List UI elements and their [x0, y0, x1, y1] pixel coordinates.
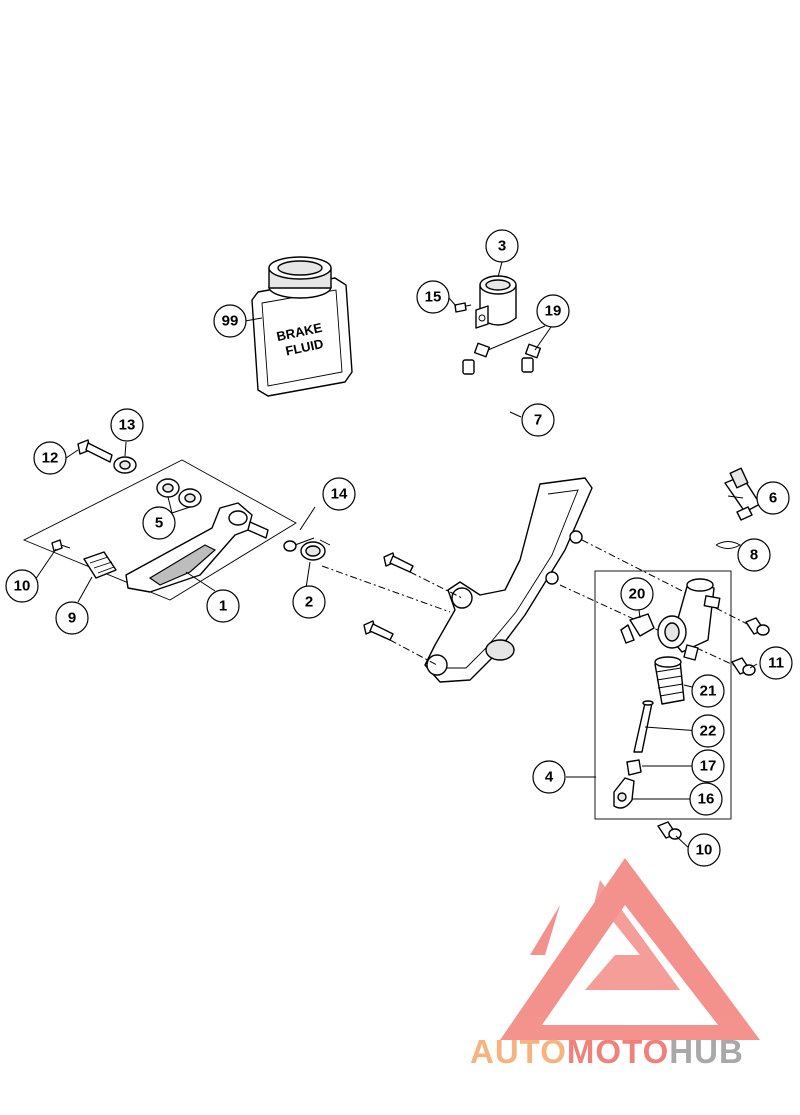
watermark-hub: HUB — [669, 1033, 744, 1070]
svg-text:21: 21 — [700, 683, 717, 700]
callout-13: 13 — [110, 408, 144, 442]
callout-22: 22 — [691, 714, 725, 748]
callout-8: 8 — [737, 538, 771, 572]
svg-text:7: 7 — [534, 412, 542, 429]
watermark-moto: MOTO — [567, 1033, 669, 1070]
spring-parts — [283, 539, 331, 561]
leader-lines — [34, 261, 758, 851]
svg-text:16: 16 — [698, 791, 715, 808]
svg-text:15: 15 — [425, 289, 442, 306]
callout-99: 99 — [213, 304, 247, 338]
svg-text:AUTOMOTOHUB: AUTOMOTOHUB — [470, 1033, 744, 1070]
callout-16: 16 — [689, 782, 723, 816]
callout-2: 2 — [292, 585, 326, 619]
svg-text:20: 20 — [629, 586, 646, 603]
svg-text:14: 14 — [331, 486, 348, 503]
callout-1: 1 — [206, 589, 240, 623]
sensor-part — [715, 467, 761, 549]
watermark-text: AUTOMOTOHUB — [470, 1033, 744, 1070]
callout-10-right: 10 — [687, 833, 721, 867]
svg-text:8: 8 — [750, 547, 758, 564]
pedal-assembly — [22, 439, 297, 601]
svg-text:6: 6 — [769, 490, 777, 507]
callout-19: 19 — [536, 294, 570, 328]
callout-10-left: 10 — [5, 569, 39, 603]
svg-text:3: 3 — [498, 238, 506, 255]
callout-14: 14 — [322, 477, 356, 511]
svg-text:10: 10 — [14, 578, 31, 595]
callout-17: 17 — [691, 749, 725, 783]
callout-4: 4 — [532, 760, 566, 794]
callout-5: 5 — [142, 506, 176, 540]
callout-6: 6 — [756, 481, 790, 515]
watermark-logo — [500, 858, 760, 1040]
svg-text:22: 22 — [700, 723, 717, 740]
svg-text:4: 4 — [545, 769, 554, 786]
footrest-bracket — [363, 477, 593, 683]
master-cylinder-assembly — [594, 570, 732, 820]
callout-3: 3 — [485, 229, 519, 263]
svg-text:17: 17 — [700, 758, 717, 775]
svg-text:2: 2 — [305, 594, 313, 611]
callout-12: 12 — [33, 441, 67, 475]
svg-text:11: 11 — [768, 655, 784, 672]
svg-text:10: 10 — [696, 842, 713, 859]
callout-21: 21 — [691, 674, 725, 708]
svg-text:5: 5 — [155, 515, 163, 532]
svg-text:13: 13 — [119, 417, 136, 434]
watermark-auto: AUTO — [470, 1033, 567, 1070]
fastener-bolts — [657, 617, 770, 840]
brake-fluid-can: BRAKE FLUID — [251, 256, 353, 397]
callout-11: 11 — [759, 646, 793, 680]
svg-text:9: 9 — [68, 610, 76, 627]
callout-7: 7 — [521, 403, 555, 437]
callout-9: 9 — [55, 601, 89, 635]
callout-15: 15 — [416, 280, 450, 314]
svg-text:1: 1 — [219, 598, 227, 615]
alignment-lines — [321, 539, 756, 669]
svg-text:19: 19 — [545, 303, 562, 320]
svg-text:12: 12 — [42, 450, 59, 467]
svg-text:99: 99 — [222, 313, 239, 330]
callout-20: 20 — [620, 577, 654, 611]
